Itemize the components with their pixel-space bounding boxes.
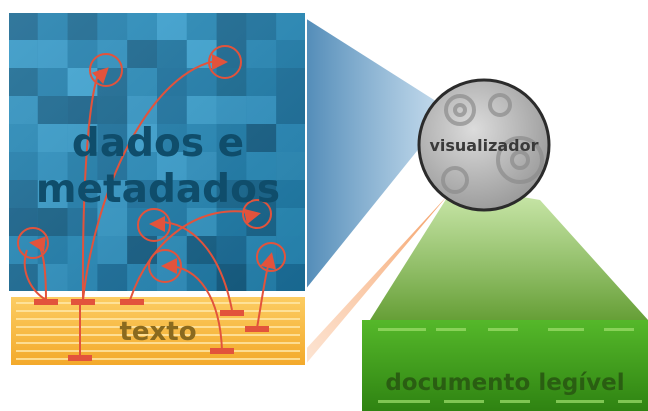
document-line — [618, 400, 642, 403]
anchor-circle — [256, 242, 286, 272]
link-line — [129, 210, 259, 301]
link-line — [82, 59, 221, 301]
data-anchor-circles — [17, 45, 286, 283]
document-panel-lines — [378, 328, 642, 403]
document-line — [444, 400, 484, 403]
beam-to-document — [370, 185, 648, 320]
document-panel — [362, 320, 648, 411]
text-line — [16, 326, 300, 328]
text-marker — [210, 348, 234, 354]
anchor-arrow — [243, 208, 261, 225]
text-marker — [220, 310, 244, 316]
gear-icon — [441, 93, 544, 194]
link-line — [23, 249, 47, 301]
anchor-circle — [89, 53, 123, 87]
link-line — [154, 220, 233, 311]
document-panel-label: documento legível — [385, 370, 624, 396]
document-line — [378, 328, 426, 331]
document-line — [556, 400, 604, 403]
text-panel-lines — [16, 302, 300, 360]
anchor-circle — [148, 249, 182, 283]
beam-to-data — [305, 18, 450, 290]
document-line — [548, 328, 584, 331]
anchor-arrows — [29, 54, 276, 274]
document-line — [604, 328, 634, 331]
text-anchor-markers — [34, 299, 269, 361]
anchor-arrow — [29, 236, 46, 253]
visualizer-disc: visualizador — [417, 78, 551, 212]
text-panel-label: texto — [119, 317, 196, 347]
data-panel-label-line1: dados e — [72, 121, 244, 166]
anchor-circle — [137, 208, 171, 242]
anchor-arrow — [91, 67, 109, 85]
text-line — [16, 342, 300, 344]
text-line — [16, 358, 300, 360]
text-marker — [34, 299, 58, 305]
data-panel-label-line2: metadados — [36, 167, 280, 212]
text-marker — [245, 326, 269, 332]
text-line — [16, 302, 300, 304]
anchor-circle — [17, 227, 49, 259]
document-line — [378, 400, 430, 403]
visualizer-label: visualizador — [429, 136, 538, 155]
text-marker — [71, 299, 95, 305]
text-line — [16, 310, 300, 312]
anchor-circle — [242, 199, 272, 229]
anchor-arrow — [260, 252, 276, 270]
anchor-circle — [208, 45, 242, 79]
document-line — [436, 328, 466, 331]
text-line — [16, 350, 300, 352]
text-line — [16, 334, 300, 336]
document-line — [488, 328, 518, 331]
document-line — [500, 400, 530, 403]
text-marker — [120, 299, 144, 305]
text-marker — [68, 355, 92, 361]
text-line — [16, 318, 300, 320]
data-panel — [7, 11, 307, 293]
beam-to-text — [305, 195, 448, 365]
